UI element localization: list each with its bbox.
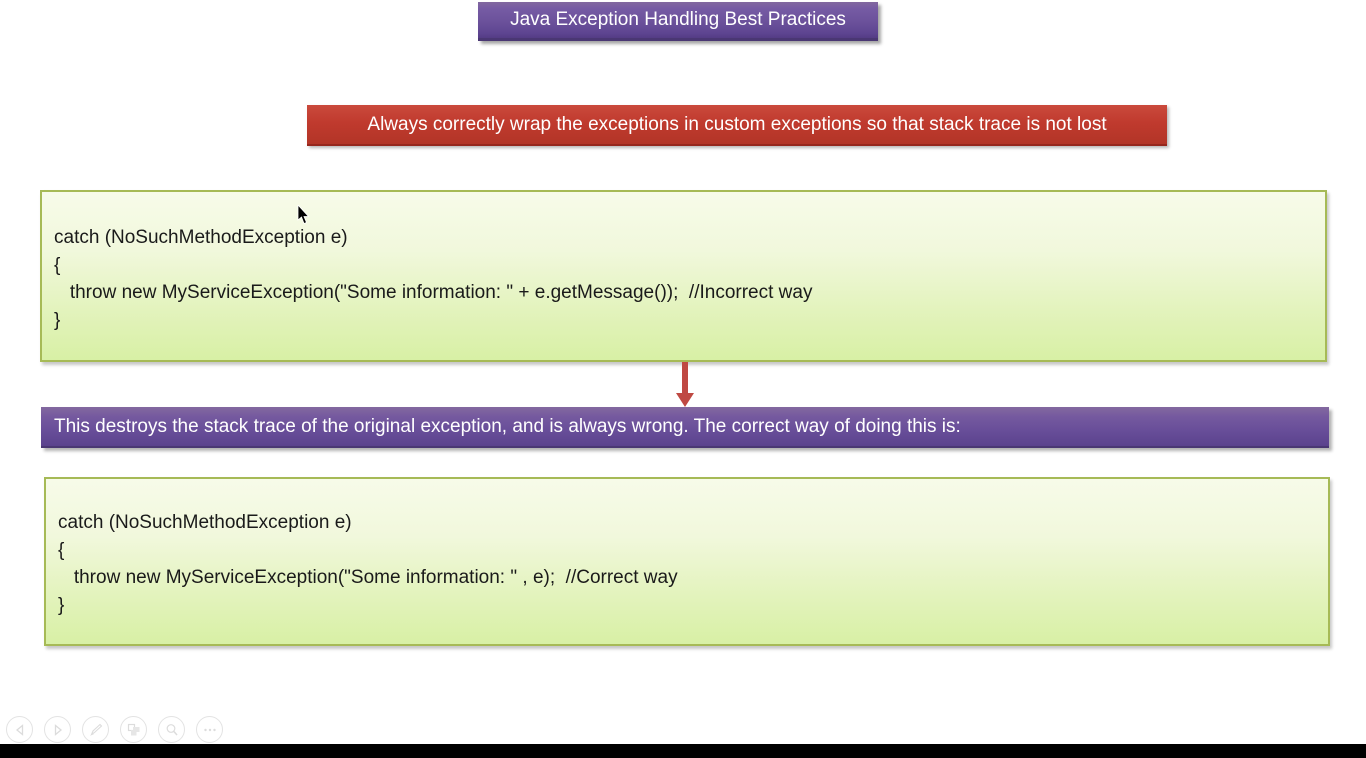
code-line: throw new MyServiceException("Some infor… [54, 282, 813, 303]
code-line: { [58, 539, 65, 561]
code-line: catch (NoSuchMethodException e) [58, 512, 352, 533]
slideshow-nav-bar [6, 716, 223, 743]
pen-annotation-button[interactable] [82, 716, 109, 743]
code-line: } [58, 594, 65, 616]
zoom-button[interactable] [158, 716, 185, 743]
slide-sorter-icon [127, 723, 141, 737]
bottom-black-bar [0, 744, 1366, 758]
code-line: throw new MyServiceException("Some infor… [58, 567, 678, 588]
previous-slide-button[interactable] [6, 716, 33, 743]
left-arrow-icon [14, 723, 26, 736]
mouse-cursor [297, 203, 310, 230]
pen-icon [89, 723, 103, 737]
warning-banner: Always correctly wrap the exceptions in … [307, 105, 1167, 146]
code-line: { [54, 254, 61, 276]
right-arrow-icon [52, 723, 64, 736]
explanation-banner-text: This destroys the stack trace of the ori… [54, 415, 961, 437]
explanation-banner: This destroys the stack trace of the ori… [41, 407, 1329, 448]
slide-title-banner: Java Exception Handling Best Practices [478, 2, 878, 41]
code-line: catch (NoSuchMethodException e) [54, 227, 348, 248]
next-slide-button[interactable] [44, 716, 71, 743]
ellipsis-icon [203, 727, 217, 733]
warning-banner-text: Always correctly wrap the exceptions in … [367, 113, 1107, 135]
code-box-incorrect: catch (NoSuchMethodException e) { throw … [40, 190, 1327, 362]
code-box-correct: catch (NoSuchMethodException e) { throw … [44, 477, 1330, 646]
down-arrow-icon [675, 362, 695, 413]
code-line: } [54, 309, 61, 331]
slide-title: Java Exception Handling Best Practices [510, 9, 846, 30]
magnifier-icon [165, 723, 179, 737]
more-options-button[interactable] [196, 716, 223, 743]
see-all-slides-button[interactable] [120, 716, 147, 743]
